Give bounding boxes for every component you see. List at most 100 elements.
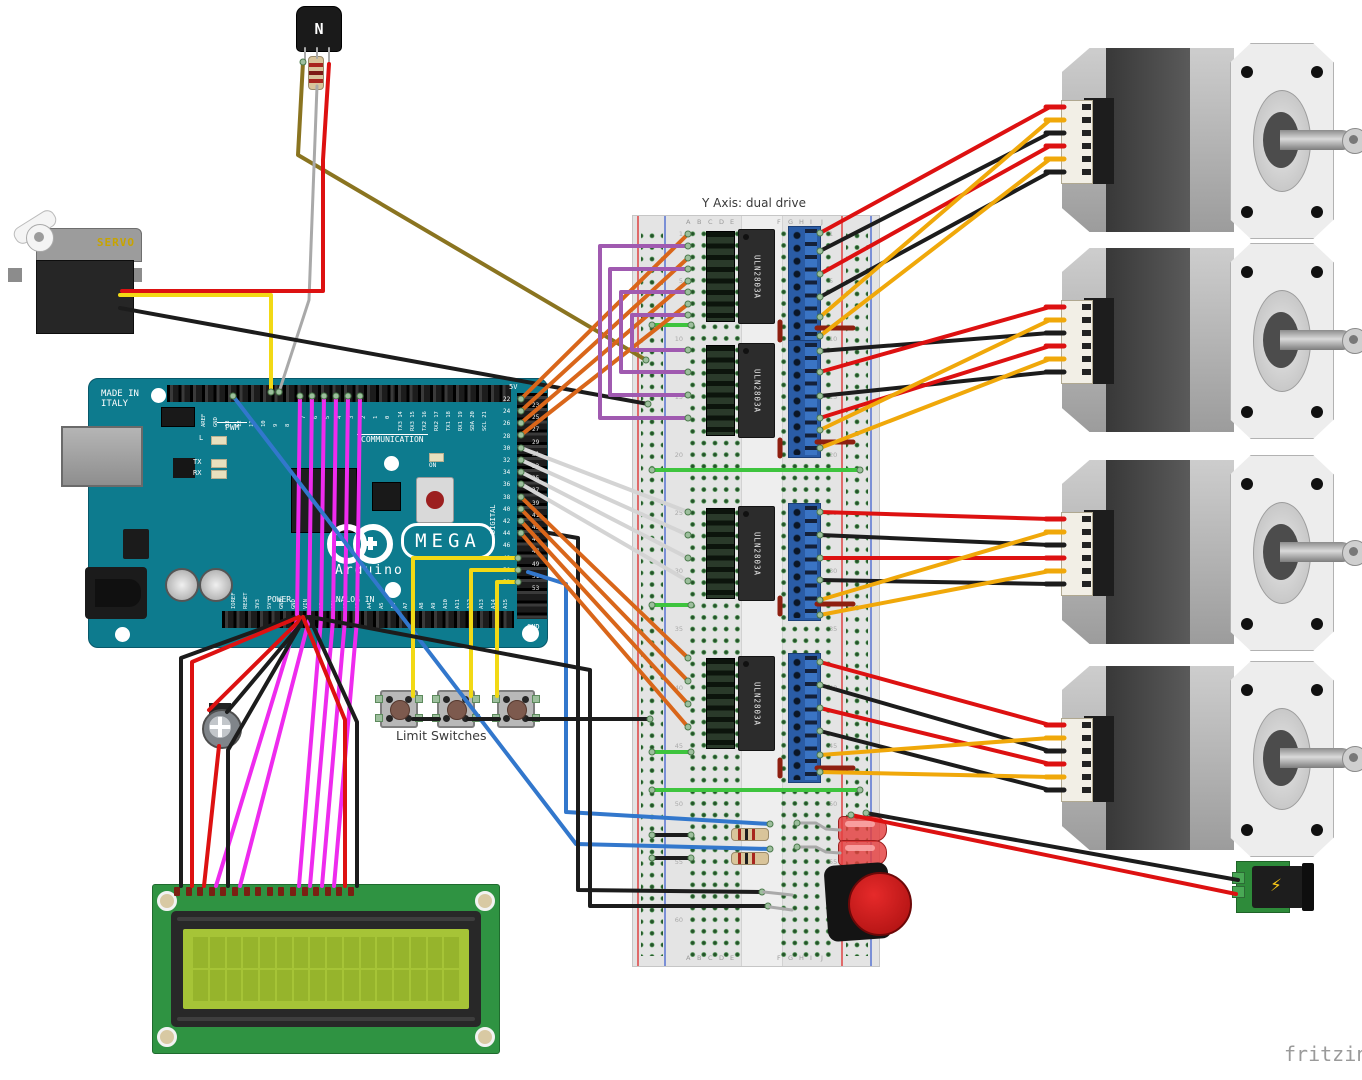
lcd-cell xyxy=(327,937,342,968)
chip-label: ULN2803A xyxy=(752,254,761,299)
col-letter-B: B xyxy=(697,218,702,226)
power-pin-RESET: RESET xyxy=(243,592,249,609)
lcd-pin-12 xyxy=(301,887,308,896)
switch-pin xyxy=(472,714,480,722)
driver-socket xyxy=(706,658,735,749)
digital-pin-48: 48 xyxy=(503,554,511,562)
led-on-label: ON xyxy=(429,462,437,469)
row-number-35: 35 xyxy=(829,625,838,634)
top-pin-AREF: AREF xyxy=(201,413,207,427)
left-rail-red-line xyxy=(637,216,639,966)
digital-pin-52: 52 xyxy=(503,579,511,586)
col-letter-B: B xyxy=(697,954,702,962)
col-letter-C: C xyxy=(708,218,713,226)
col-letter-C: C xyxy=(708,954,713,962)
motor-screw xyxy=(1241,66,1253,78)
motor-screw xyxy=(1241,206,1253,218)
connector-pin xyxy=(1082,542,1091,548)
digital-pin-24: 24 xyxy=(503,408,511,416)
connector-pin xyxy=(1082,330,1091,336)
row-number-55: 55 xyxy=(674,858,683,867)
wire-gy-4 xyxy=(277,84,319,394)
analog-pin-A14: A14 xyxy=(491,599,497,609)
motor-screw xyxy=(1241,618,1253,630)
digital-pin-35: 35 xyxy=(532,475,540,483)
motor-band xyxy=(1106,460,1190,644)
switch-button xyxy=(390,700,410,720)
motor-connector xyxy=(1061,300,1093,384)
row-number-10: 10 xyxy=(674,334,683,343)
lcd-pin-7 xyxy=(243,887,250,896)
row-number-60: 60 xyxy=(674,916,683,925)
top-pin-9: 9 xyxy=(273,423,279,427)
servo-horn-screw xyxy=(34,232,44,242)
digital-pin-31: 31 xyxy=(532,450,540,458)
row-number-10: 10 xyxy=(829,334,838,343)
row-number-35: 35 xyxy=(674,625,683,634)
chip-label: ULN2803A xyxy=(752,368,761,413)
row-number-45: 45 xyxy=(829,741,838,750)
pwm-header xyxy=(167,385,395,402)
led-on xyxy=(429,453,444,462)
switch-button xyxy=(447,700,467,720)
motor-band xyxy=(1106,248,1190,432)
communication-header xyxy=(395,385,511,402)
sensor-label: N xyxy=(314,20,324,38)
switch-pin xyxy=(432,695,440,703)
barrel-jack-opening xyxy=(95,579,141,607)
lcd-character-grid xyxy=(193,937,459,1001)
terminal-clips xyxy=(805,229,817,341)
lcd-cell xyxy=(444,937,459,968)
digital-pin-51: 51 xyxy=(532,572,540,580)
power-pin-GND: GND xyxy=(279,599,285,609)
lcd-cell xyxy=(226,937,242,968)
row-number-5: 5 xyxy=(678,276,683,285)
servo-motor: SERVO xyxy=(8,207,142,336)
lcd-pin-4 xyxy=(208,887,215,896)
comm-pin-RX1 19: RX1 19 xyxy=(458,411,464,431)
lcd-mounting-hole xyxy=(157,1027,177,1047)
uln2803a-chip: ULN2803A xyxy=(738,506,775,601)
row-number-15: 15 xyxy=(674,392,683,401)
switch-pin xyxy=(492,714,500,722)
led-tx-label: TX xyxy=(193,458,202,466)
motor-shaft-hole xyxy=(1349,335,1358,344)
motor-screw xyxy=(1241,824,1253,836)
top-pin-10: 10 xyxy=(261,420,267,427)
lcd-pin-1 xyxy=(174,887,180,896)
digital-pin-30: 30 xyxy=(503,444,511,452)
motor-band xyxy=(1106,48,1190,232)
led-rx xyxy=(211,470,227,479)
col-letter-I: I xyxy=(810,218,812,226)
motor-screw xyxy=(1241,478,1253,490)
connector-pin xyxy=(1082,555,1091,561)
lcd-cell xyxy=(394,970,409,1001)
barrel-jack-body: ⚡ xyxy=(1252,866,1304,908)
terminal-screws xyxy=(791,506,803,618)
analog-pin-A12: A12 xyxy=(467,599,473,609)
digital-pin-47: 47 xyxy=(532,548,540,556)
switch-pin xyxy=(415,695,423,703)
driver-socket xyxy=(706,508,735,599)
analog-pin-A1: A1 xyxy=(331,602,337,609)
power-pin-5V: 5V xyxy=(267,602,273,609)
connector-pin xyxy=(1082,735,1091,741)
switch-pin xyxy=(532,695,540,703)
connector-pin xyxy=(1082,529,1091,535)
top-pin-1: 1 xyxy=(373,415,379,419)
lcd-cell xyxy=(444,970,459,1001)
terminal-block xyxy=(788,340,821,458)
analog-pin-A10: A10 xyxy=(443,599,449,609)
lcd-cell xyxy=(410,970,426,1001)
lcd-pin-6 xyxy=(232,887,238,896)
connector-pin xyxy=(1082,304,1091,310)
terminal-block xyxy=(788,226,821,344)
lcd-cell xyxy=(343,970,359,1001)
power-pin-3V3: 3V3 xyxy=(255,599,261,609)
col-letter-E: E xyxy=(730,218,735,226)
motor-screw xyxy=(1311,266,1323,278)
top-pin-0: 0 xyxy=(385,415,391,419)
row-number-25: 25 xyxy=(674,509,683,518)
comm-pin-TX3 14: TX3 14 xyxy=(398,411,404,431)
left-rail-holes xyxy=(641,230,663,956)
